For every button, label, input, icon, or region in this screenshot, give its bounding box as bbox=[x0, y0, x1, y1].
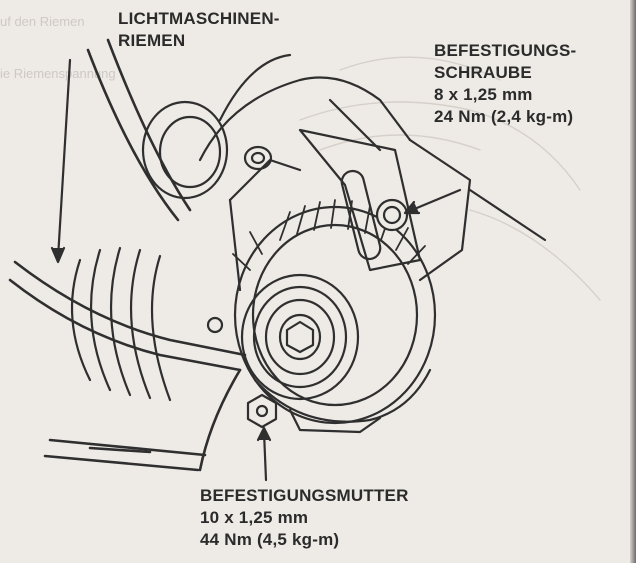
mounting-nut bbox=[246, 393, 278, 429]
left-bracket-bolt bbox=[206, 316, 224, 334]
bolt-spec: 8 x 1,25 mm bbox=[434, 85, 533, 104]
bolt-label-line2: SCHRAUBE bbox=[434, 63, 532, 82]
alternator-body bbox=[232, 199, 437, 434]
engine-background-lines bbox=[299, 56, 601, 301]
belt-label: LICHTMASCHINEN- RIEMEN bbox=[118, 8, 280, 52]
nut-torque: 44 Nm (4,5 kg-m) bbox=[200, 530, 340, 549]
nut-label-line1: BEFESTIGUNGSMUTTER bbox=[200, 486, 409, 505]
belt-label-line2: RIEMEN bbox=[118, 31, 186, 50]
engine-block-outline bbox=[198, 53, 547, 282]
mounting-bolt bbox=[375, 198, 409, 232]
pulley-nut bbox=[285, 320, 315, 354]
idler-pulley bbox=[141, 100, 229, 200]
nut-spec: 10 x 1,25 mm bbox=[200, 508, 309, 527]
belt-label-line1: LICHTMASCHINEN- bbox=[118, 9, 280, 28]
bleed-through-text-1: uf den Riemen bbox=[0, 14, 85, 29]
arrow-nut bbox=[256, 426, 272, 482]
bolt-label: BEFESTIGUNGS- SCHRAUBE 8 x 1,25 mm 24 Nm… bbox=[434, 40, 576, 128]
bolt-torque: 24 Nm (2,4 kg-m) bbox=[434, 107, 574, 126]
upper-mount-washer bbox=[243, 145, 273, 171]
bolt-label-line1: BEFESTIGUNGS- bbox=[434, 41, 577, 60]
nut-label: BEFESTIGUNGSMUTTER 10 x 1,25 mm 44 Nm (4… bbox=[200, 485, 409, 551]
arrow-bolt bbox=[403, 188, 462, 215]
alternator-belt bbox=[8, 38, 247, 472]
bleed-through-text-2: ie Riemenspannung bbox=[0, 66, 116, 81]
alternator-pulley bbox=[240, 273, 360, 401]
arrow-belt bbox=[50, 58, 72, 264]
page-edge-shadow bbox=[630, 0, 636, 563]
